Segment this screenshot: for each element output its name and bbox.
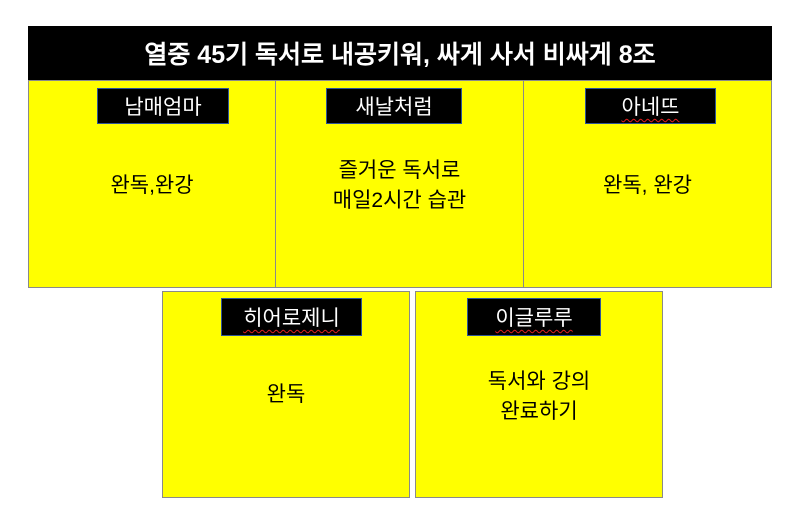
member-name-text: 아네뜨 [621,96,680,119]
member-card-2: 새날처럼 즐거운 독서로 매일2시간 습관 [275,80,524,288]
member-card-3: 아네뜨 완독, 완강 [523,80,772,288]
member-card-5: 이글루루 독서와 강의 완료하기 [415,291,663,498]
member-goal: 완독, 완강 [603,174,692,197]
member-name-text: 새날처럼 [355,96,433,119]
member-name: 새날처럼 [326,88,462,124]
member-name-text: 남매엄마 [124,96,202,119]
member-name-text: 히어로제니 [243,307,340,330]
member-goal: 완독 [266,383,306,406]
member-goal: 독서와 강의 완료하기 [487,370,591,423]
member-name: 남매엄마 [97,88,229,124]
member-goal: 즐거운 독서로 매일2시간 습관 [332,159,467,212]
member-name: 이글루루 [467,298,601,336]
member-card-1: 남매엄마 완독,완강 [28,80,276,288]
member-card-4: 히어로제니 완독 [162,291,410,498]
member-name-text: 이글루루 [495,307,573,330]
member-name: 히어로제니 [221,298,362,336]
member-name: 아네뜨 [585,88,716,124]
member-goal: 완독,완강 [110,174,194,197]
page-title: 열중 45기 독서로 내공키워, 싸게 사서 비싸게 8조 [28,26,772,80]
